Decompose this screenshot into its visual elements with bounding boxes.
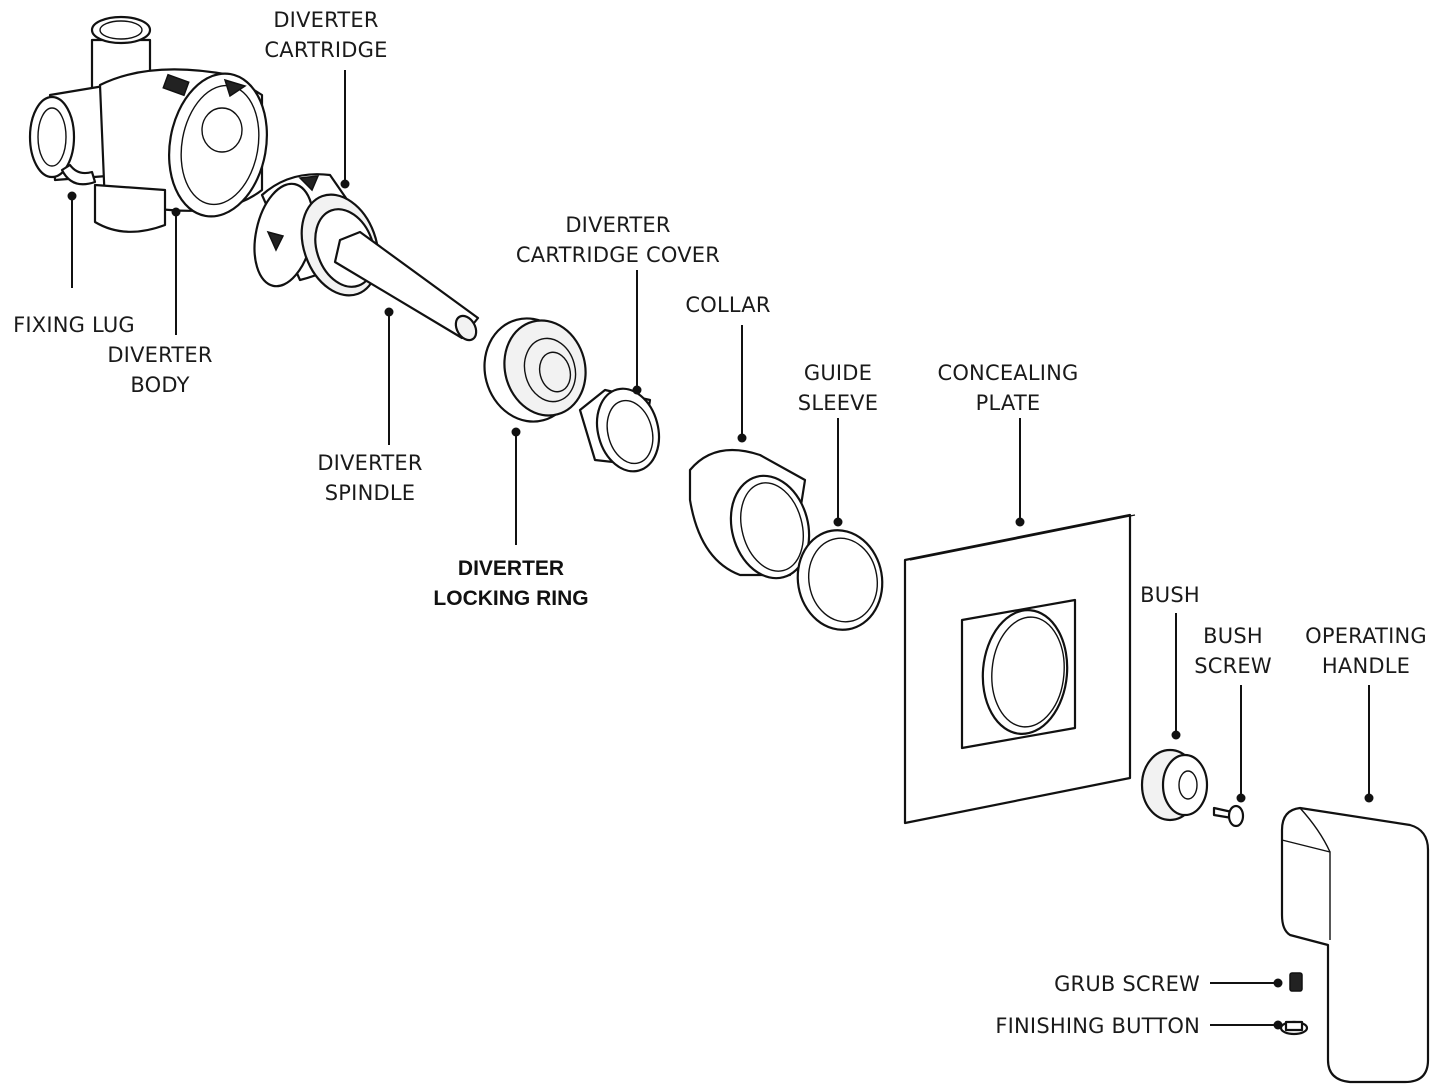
label-diverter-cartridge-cover-line2: CARTRIDGE COVER (516, 243, 720, 267)
label-diverter-locking-ring-line1: DIVERTER (458, 557, 564, 580)
label-diverter-cartridge-line1: DIVERTER (273, 8, 378, 32)
label-diverter-body-line2: BODY (130, 373, 189, 397)
label-bush-line1: BUSH (1140, 583, 1200, 607)
label-diverter-cartridge-cover-line1: DIVERTER (565, 213, 670, 237)
diverter-cartridge-cover-drawing (578, 387, 661, 473)
leader-dot-fixing-lug (67, 191, 77, 201)
leader-dot-diverter-spindle (384, 307, 394, 317)
diverter-locking-ring-drawing (483, 317, 587, 423)
label-concealing-plate: CONCEALING PLATE (937, 361, 1078, 415)
label-operating-handle: OPERATING HANDLE (1305, 624, 1427, 678)
label-grub-screw-line1: GRUB SCREW (1054, 972, 1200, 996)
label-bush-screw-line2: SCREW (1194, 654, 1272, 678)
label-bush: BUSH (1140, 583, 1200, 607)
collar-drawing (688, 448, 811, 580)
leader-dot-diverter-locking-ring (511, 427, 521, 437)
label-bush-screw-line1: BUSH (1203, 624, 1263, 648)
label-operating-handle-line1: OPERATING (1305, 624, 1427, 648)
label-operating-handle-line2: HANDLE (1322, 654, 1410, 678)
diverter-body-drawing (28, 15, 268, 233)
label-diverter-cartridge-line2: CARTRIDGE (264, 38, 387, 62)
label-diverter-body-line1: DIVERTER (107, 343, 212, 367)
leader-dot-concealing-plate (1015, 517, 1025, 527)
bush-drawing (1140, 748, 1209, 822)
label-diverter-spindle: DIVERTER SPINDLE (317, 451, 422, 505)
label-diverter-spindle-line1: DIVERTER (317, 451, 422, 475)
finishing-button-drawing (1279, 1020, 1309, 1036)
label-fixing-lug: FIXING LUG (13, 313, 135, 337)
leader-dot-collar (737, 433, 747, 443)
operating-handle-drawing (1280, 806, 1430, 1084)
label-concealing-plate-line2: PLATE (976, 391, 1041, 415)
leader-dot-bush (1171, 730, 1181, 740)
guide-sleeve-drawing (796, 529, 884, 631)
label-collar-line1: COLLAR (685, 293, 770, 317)
label-guide-sleeve-line1: GUIDE (804, 361, 872, 385)
leader-dot-bush-screw (1236, 793, 1246, 803)
label-bush-screw: BUSH SCREW (1194, 624, 1272, 678)
grub-screw-drawing (1289, 972, 1303, 992)
label-guide-sleeve: GUIDE SLEEVE (798, 361, 878, 415)
label-diverter-locking-ring: DIVERTER LOCKING RING (433, 557, 588, 610)
label-guide-sleeve-line2: SLEEVE (798, 391, 878, 415)
label-diverter-cartridge: DIVERTER CARTRIDGE (264, 8, 387, 62)
leader-dot-diverter-cartridge-cover (632, 385, 642, 395)
label-collar: COLLAR (685, 293, 770, 317)
diverter-cartridge-drawing (253, 173, 480, 342)
leader-dot-grub-screw (1273, 978, 1283, 988)
leader-dot-diverter-body (171, 207, 181, 217)
label-diverter-locking-ring-line2: LOCKING RING (433, 587, 588, 610)
label-finishing-button-line1: FINISHING BUTTON (995, 1014, 1200, 1038)
label-finishing-button: FINISHING BUTTON (995, 1014, 1200, 1038)
leader-dot-diverter-cartridge (340, 179, 350, 189)
label-grub-screw: GRUB SCREW (1054, 972, 1200, 996)
concealing-plate-drawing (903, 513, 1136, 825)
label-diverter-spindle-line2: SPINDLE (325, 481, 415, 505)
label-diverter-body: DIVERTER BODY (107, 343, 212, 397)
bush-screw-drawing (1212, 804, 1245, 828)
leader-dot-guide-sleeve (833, 517, 843, 527)
leader-dot-operating-handle (1364, 793, 1374, 803)
label-fixing-lug-line1: FIXING LUG (13, 313, 135, 337)
label-concealing-plate-line1: CONCEALING (937, 361, 1078, 385)
leader-dot-finishing-button (1273, 1020, 1283, 1030)
label-diverter-cartridge-cover: DIVERTER CARTRIDGE COVER (516, 213, 720, 267)
leader-lines (67, 70, 1374, 1030)
